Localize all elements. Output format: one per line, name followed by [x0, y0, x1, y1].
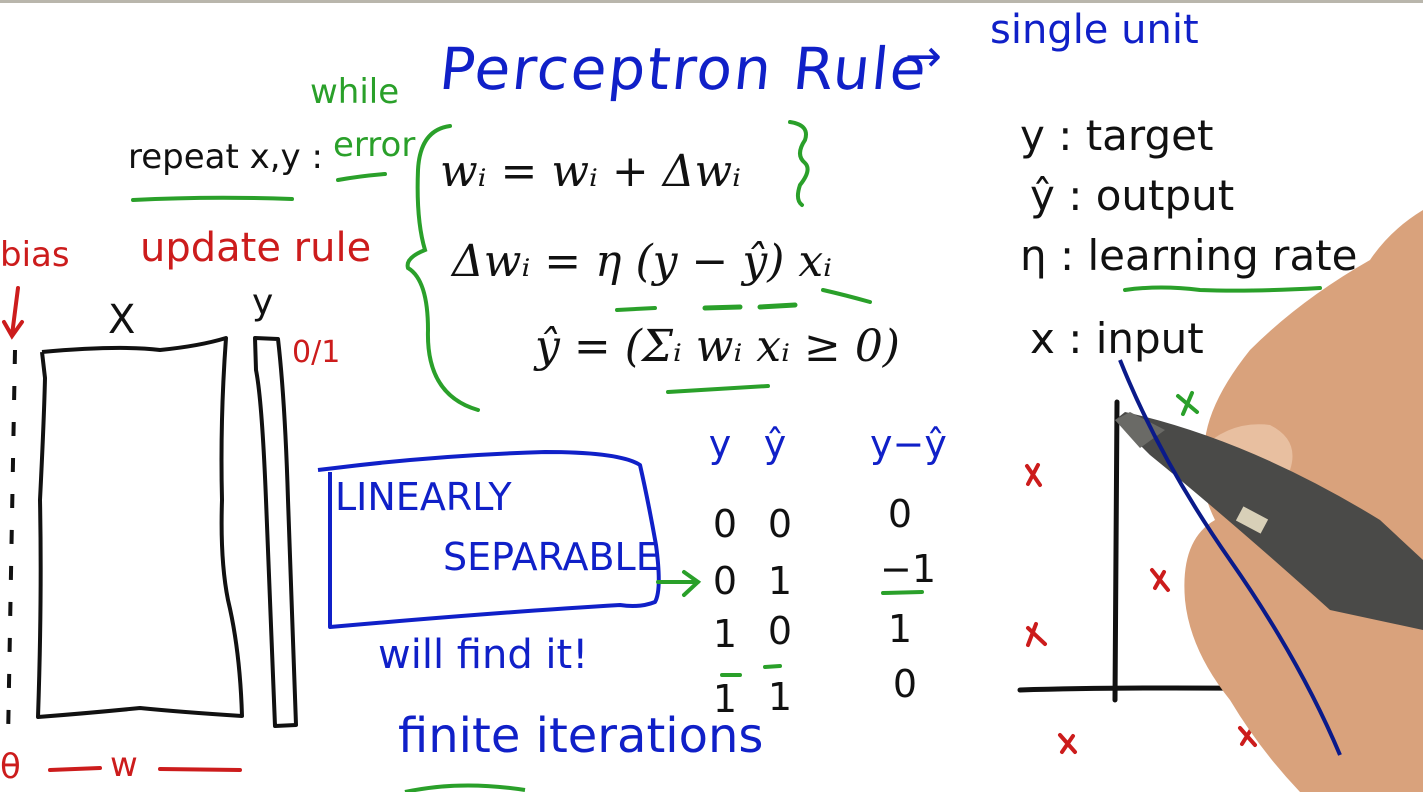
table-header: y	[708, 422, 732, 466]
table-cell: 1	[712, 677, 738, 721]
subtitle: single unit	[990, 7, 1199, 53]
x-label: X	[108, 297, 136, 343]
finite-iterations-note: finite iterations	[398, 708, 764, 764]
table-cell: 0	[767, 502, 793, 546]
table-cell: 0	[712, 502, 738, 546]
delta-weight-equation: Δwᵢ = η (y − ŷ) xᵢ	[452, 236, 833, 287]
legend-item: y : target	[1020, 111, 1214, 160]
table-cell: 1	[712, 612, 738, 656]
weight-update-equation: wᵢ = wᵢ + Δwᵢ	[440, 146, 741, 197]
while-annotation: while	[310, 72, 400, 112]
legend-item: x : input	[1030, 314, 1204, 363]
table-cell: 1	[767, 559, 793, 603]
table-cell: 1	[767, 675, 793, 719]
table-cell: 0	[887, 492, 913, 536]
output-column	[253, 336, 298, 728]
will-find-it-note: will find it!	[378, 632, 589, 678]
loop-brace	[405, 124, 480, 412]
callout-line-2: SEPARABLE	[443, 535, 660, 579]
theta-label: θ	[0, 747, 21, 787]
separator-line	[1118, 359, 1342, 756]
callout-box	[317, 450, 661, 629]
legend-item: η : learning rate	[1020, 231, 1358, 280]
repeat-underline	[131, 195, 294, 202]
table-cell: 1	[887, 607, 913, 651]
table-cell: 0	[767, 609, 793, 653]
table-cell: 0	[712, 559, 738, 603]
w-label: w	[110, 745, 138, 785]
table-cell: 0	[892, 662, 918, 706]
y-label: y	[252, 282, 274, 323]
error-annotation: error	[333, 125, 416, 165]
input-matrix	[36, 336, 244, 719]
repeat-label: repeat x,y :	[128, 137, 323, 177]
binary-values-label: 0/1	[292, 335, 341, 370]
legend-item: ŷ : output	[1030, 171, 1235, 220]
bias-label: bias	[0, 235, 70, 275]
callout-line-1: LINEARLY	[335, 475, 512, 519]
class-a-points	[1025, 463, 1257, 754]
frame-top-edge	[0, 0, 1423, 3]
page-title: Perceptron Rule	[436, 35, 932, 103]
arrow-icon: →	[905, 31, 942, 82]
plot-y-axis	[1112, 399, 1120, 703]
table-cell: −1	[880, 547, 937, 591]
output-equation: ŷ = (Σᵢ wᵢ xᵢ ≥ 0)	[535, 321, 900, 372]
table-header: y−ŷ	[870, 422, 947, 466]
table-header: ŷ	[763, 422, 787, 466]
update-rule-label: update rule	[140, 225, 372, 271]
